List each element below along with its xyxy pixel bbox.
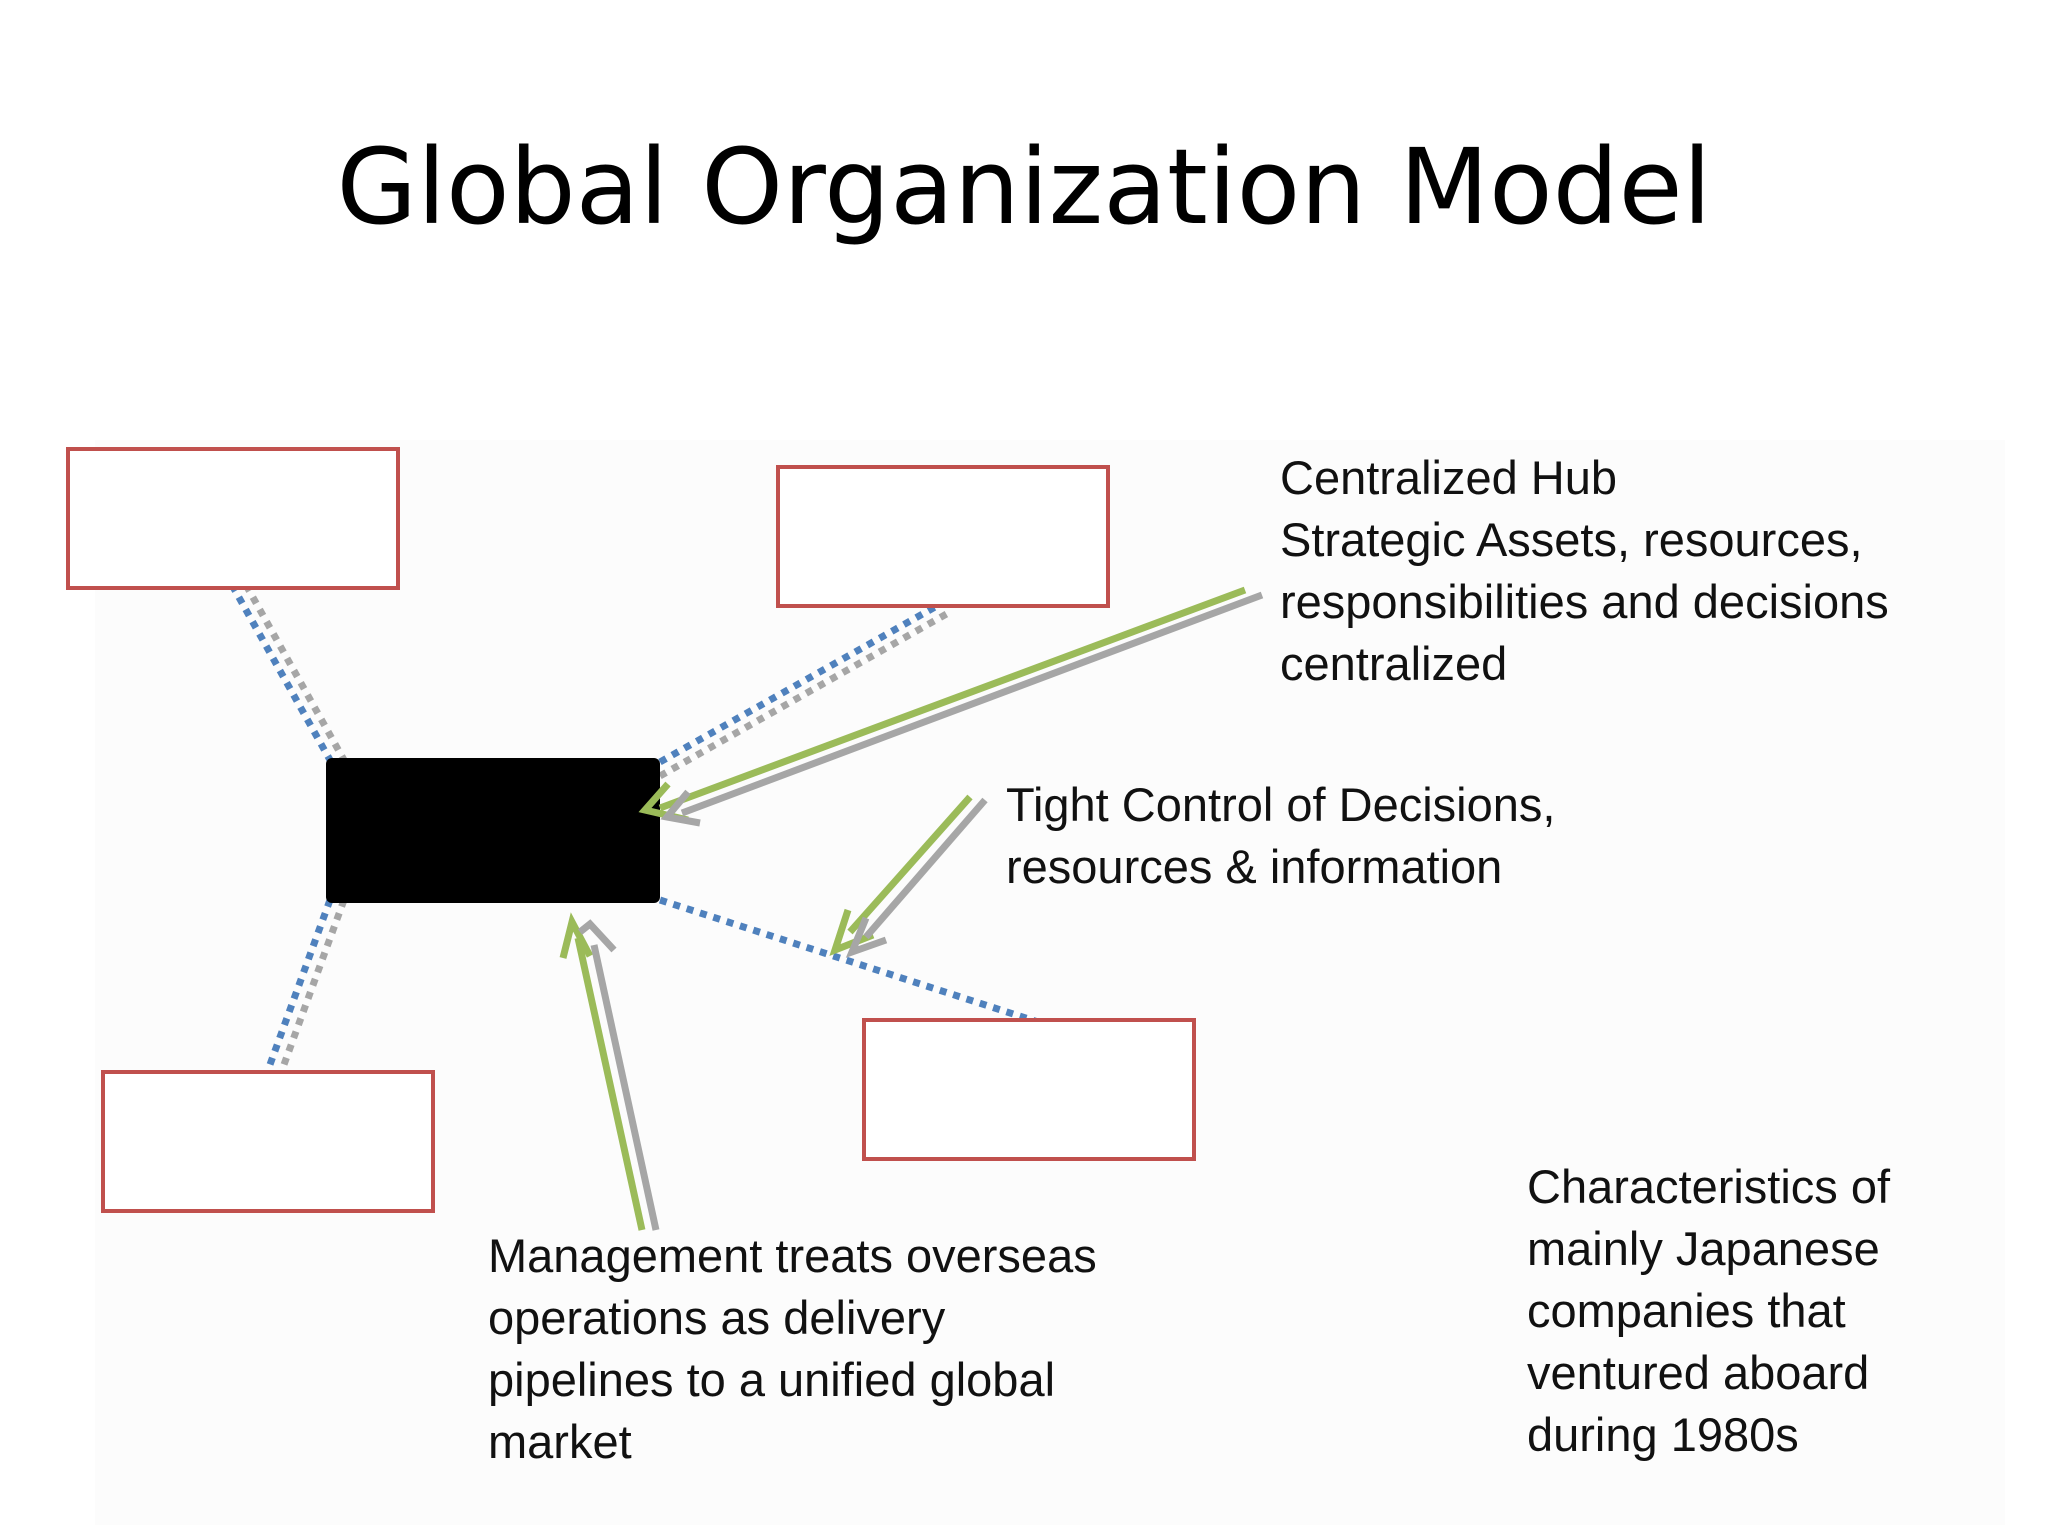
slide-title: Global Organization Model <box>336 126 1712 248</box>
management-annotation-line: Management treats overseas <box>488 1229 1097 1282</box>
hub-annotation-line: responsibilities and decisions <box>1280 575 1889 628</box>
subsidiary-box-top-left <box>66 447 400 590</box>
characteristics-annotation: Characteristics of mainly Japanese compa… <box>1527 1156 1890 1466</box>
management-arrow-gray <box>590 944 660 1231</box>
control-arrow-gray <box>863 797 988 940</box>
control-arrow-gray-head <box>845 916 888 958</box>
management-arrow-green-head <box>559 912 594 959</box>
links <box>228 583 1040 1072</box>
link-top-left-gray <box>242 583 348 762</box>
characteristics-annotation-line: during 1980s <box>1527 1408 1799 1461</box>
control-annotation-line: resources & information <box>1006 840 1503 893</box>
management-annotation-line: market <box>488 1415 632 1468</box>
management-annotation-line: operations as delivery <box>488 1291 946 1344</box>
management-annotation-line: pipelines to a unified global <box>488 1353 1056 1406</box>
link-bottom-left-blue <box>264 898 334 1072</box>
characteristics-annotation-line: Characteristics of <box>1527 1160 1891 1213</box>
management-arrow-gray-head <box>577 919 617 953</box>
control-arrow-green <box>847 794 973 935</box>
characteristics-annotation-line: companies that <box>1527 1284 1846 1337</box>
hub-annotation: Centralized Hub Strategic Assets, resour… <box>1280 447 1889 695</box>
characteristics-annotation-line: mainly Japanese <box>1527 1222 1880 1275</box>
link-bottom-left-gray <box>278 898 348 1072</box>
hub-arrow-gray-head <box>660 789 701 827</box>
hub-annotation-line: centralized <box>1280 637 1508 690</box>
hub-annotation-line: Centralized Hub <box>1280 451 1618 504</box>
arrows <box>559 586 1264 1231</box>
management-arrow-green <box>574 937 646 1231</box>
management-annotation: Management treats overseas operations as… <box>488 1225 1097 1473</box>
characteristics-annotation-line: ventured aboard <box>1527 1346 1870 1399</box>
subsidiaries <box>66 447 1196 1213</box>
hub-annotation-line: Strategic Assets, resources, <box>1280 513 1863 566</box>
subsidiary-box-bottom-left <box>101 1070 435 1213</box>
control-annotation: Tight Control of Decisions, resources & … <box>1006 774 1555 898</box>
link-bottom-right-blue <box>658 896 1040 1026</box>
central-hub <box>326 758 660 903</box>
hub-arrow-gray <box>680 591 1264 817</box>
diagram-background <box>95 440 2005 1525</box>
control-annotation-line: Tight Control of Decisions, <box>1006 778 1556 831</box>
link-top-left-blue <box>228 583 334 762</box>
hub-arrow-green <box>658 586 1247 812</box>
subsidiary-box-bottom-right <box>862 1018 1196 1161</box>
subsidiary-box-top-right <box>776 465 1110 608</box>
link-top-right-blue <box>658 603 937 766</box>
